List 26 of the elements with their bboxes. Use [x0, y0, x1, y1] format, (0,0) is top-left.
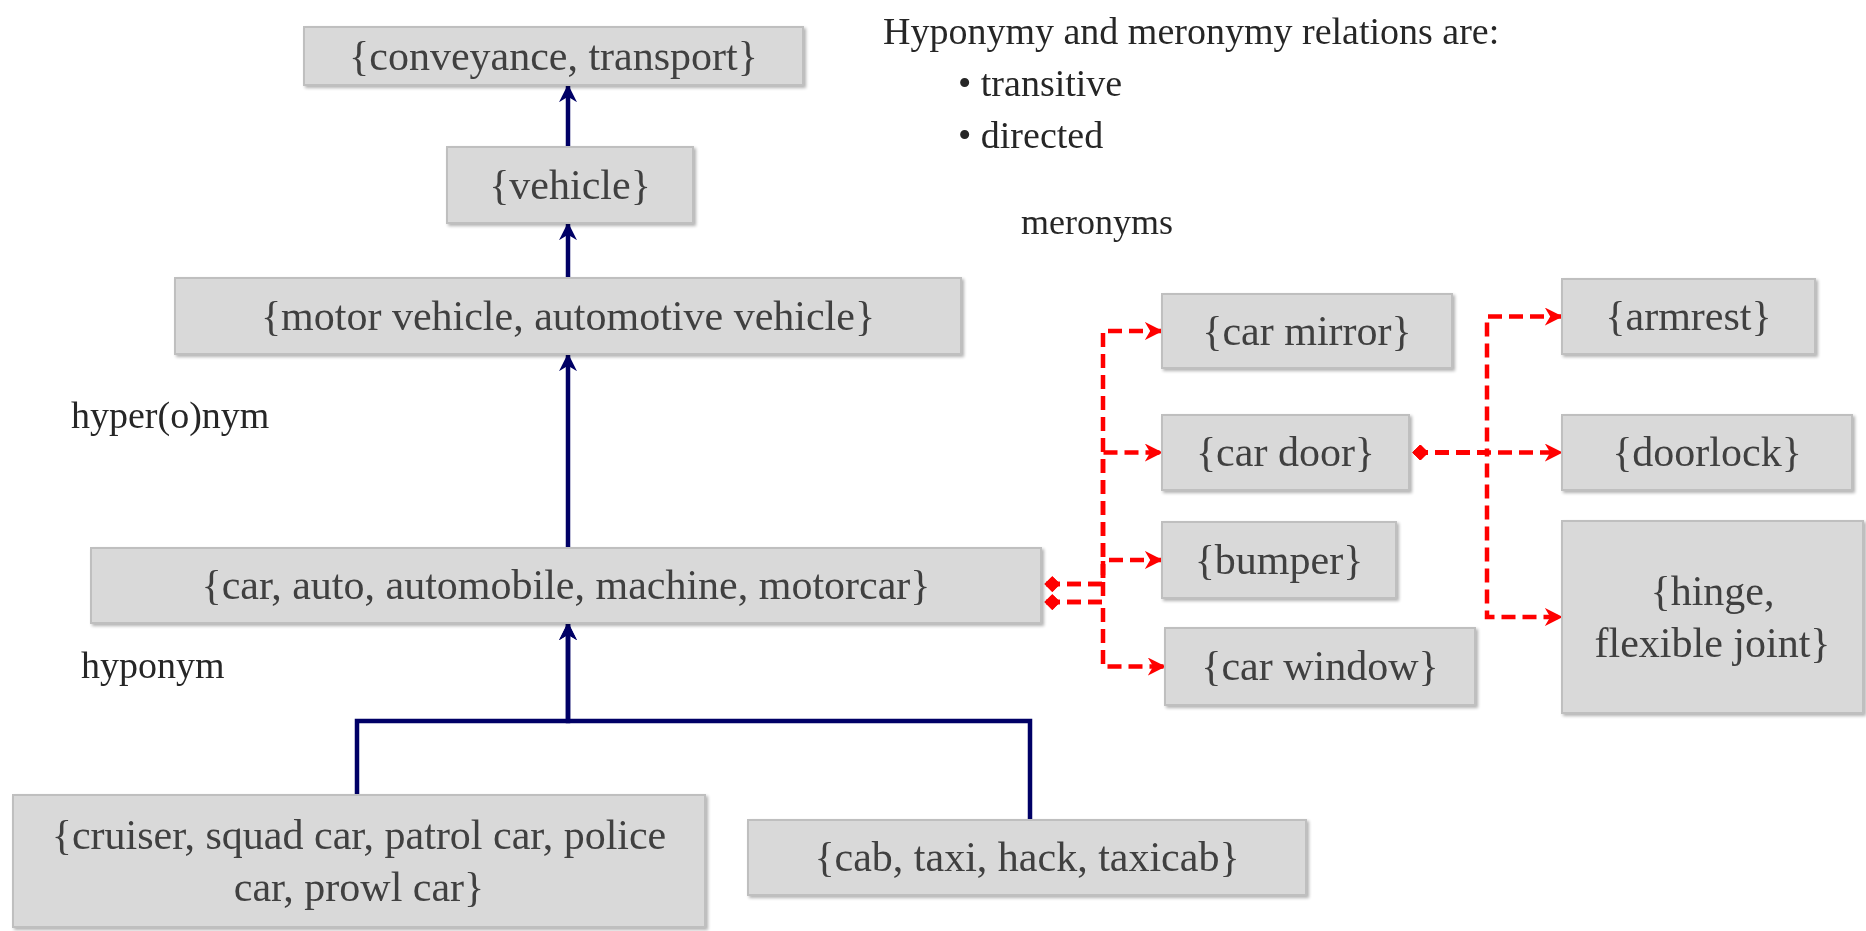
arrow [1044, 594, 1166, 676]
arrow [1044, 443, 1163, 592]
term-box: {hinge, flexible joint} [1561, 520, 1864, 714]
term-box: {car, auto, automobile, machine, motorcar} [90, 547, 1042, 624]
term-box: {cab, taxi, hack, taxicab} [747, 819, 1307, 896]
term-box: {bumper} [1161, 521, 1397, 599]
term-box: {armrest} [1561, 278, 1816, 355]
arrow [559, 222, 577, 277]
term-box: {conveyance, transport} [303, 26, 804, 86]
annotation-text: Hyponymy and meronymy relations are: [883, 9, 1500, 54]
term-box: {car mirror} [1161, 293, 1453, 369]
term-box: {car door} [1161, 414, 1410, 491]
term-box: {doorlock} [1561, 414, 1853, 491]
arrow [559, 622, 1033, 819]
arrow [1412, 444, 1563, 626]
arrow [559, 353, 577, 547]
arrow [559, 84, 577, 146]
annotation-text: • directed [958, 113, 1104, 158]
annotation-text: meronyms [1021, 201, 1173, 244]
annotation-text: hyponym [81, 643, 225, 688]
term-box: {vehicle} [446, 146, 694, 224]
annotation-text: • transitive [958, 61, 1123, 106]
term-box: {motor vehicle, automotive vehicle} [174, 277, 962, 355]
term-box: {cruiser, squad car, patrol car, police car, prowl car} [12, 794, 706, 928]
term-box: {car window} [1164, 627, 1476, 706]
annotation-text: hyper(o)nym [71, 393, 270, 438]
